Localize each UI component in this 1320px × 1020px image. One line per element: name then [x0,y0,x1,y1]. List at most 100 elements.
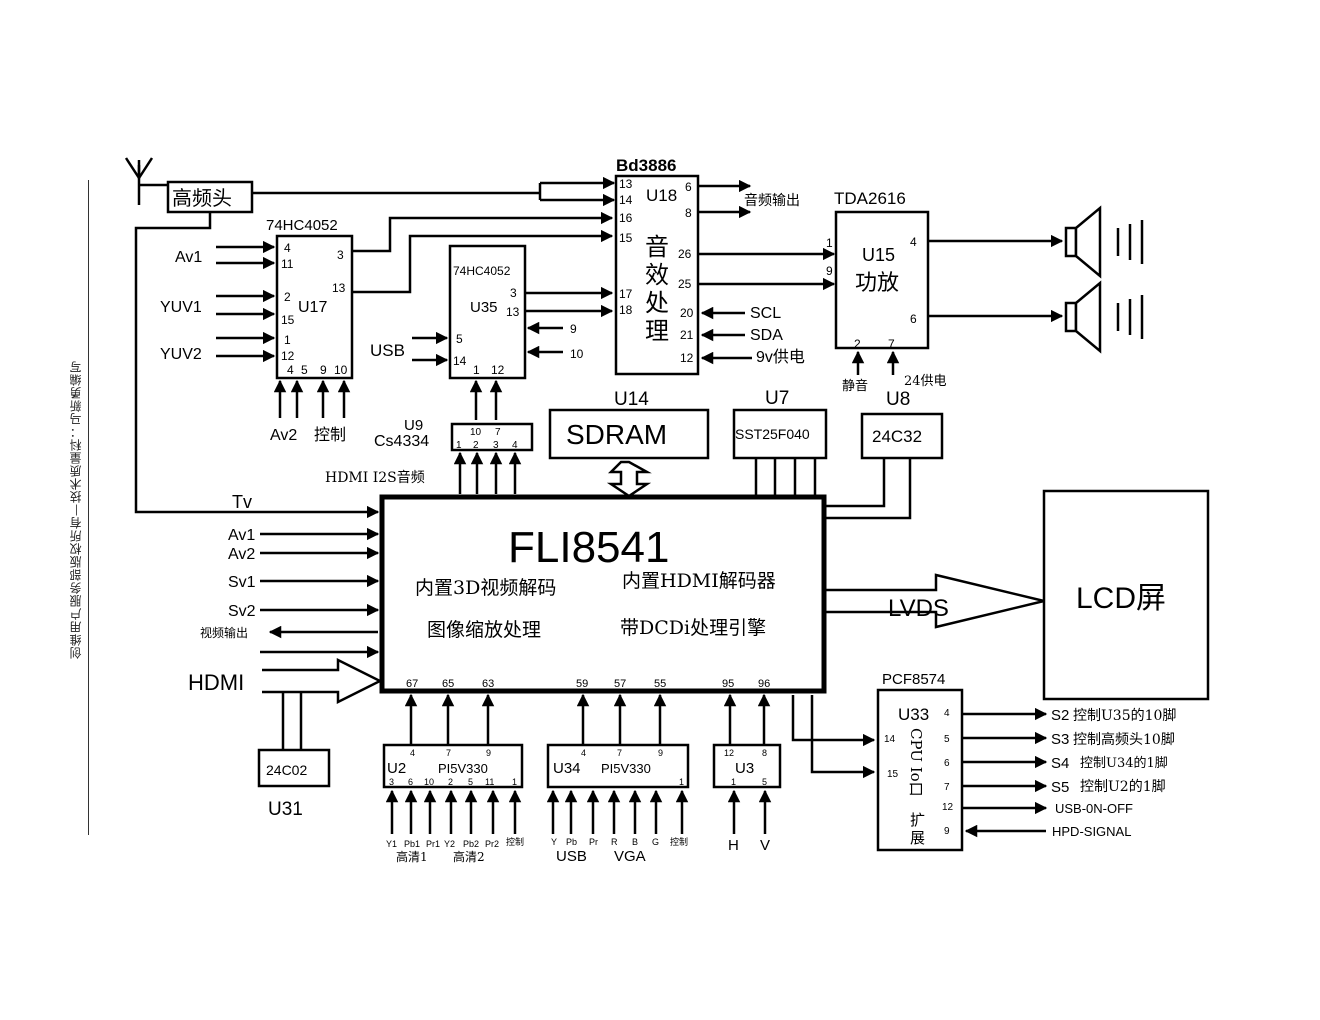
u17-pin-b4: 4 [287,363,294,377]
u3-pin-5: 5 [762,777,767,787]
u15-wires [851,234,1064,375]
fli8541-title: FLI8541 [508,523,669,572]
u9-box [450,422,534,452]
u2-pin-1: 1 [512,777,517,787]
u34-sig-b: B [632,837,638,847]
u18-pin-26: 26 [678,247,692,261]
u14-ref: U14 [614,389,649,410]
u2-pin-11: 11 [485,777,494,787]
u33-in-hpd: HPD-SIGNAL [1052,824,1131,839]
u34-pin-4: 4 [581,748,586,758]
fli8541-feature-dcdi: 带DCDi处理引擎 [620,617,766,639]
fli8541-box [379,494,827,694]
u15-pin-6: 6 [910,312,917,326]
lvds-label: LVDS [888,595,949,622]
u9-pin-1: 1 [456,440,462,451]
main-pin-67: 67 [406,678,418,690]
u2-sig-pb1: Pb1 [404,839,420,849]
u15-func: 功放 [855,271,899,296]
u33-part: PCF8574 [882,671,945,688]
u33-func-1: CPU Io口 [907,728,925,797]
u35-pin-5: 5 [456,332,463,346]
bus-double-arrow [606,460,652,498]
u17-av1-label: Av1 [175,249,202,266]
u15-box [834,210,930,350]
u2-sig-pr1: Pr1 [426,839,440,849]
u33-out-s4-text: 控制U34的1脚 [1080,755,1168,771]
u7-wires [754,458,817,496]
u2-sig-ctrl: 控制 [506,836,524,848]
u34-box [546,743,690,789]
u33-out-s4-tag: S4 [1051,755,1069,772]
main-pin-59: 59 [576,678,588,690]
u31-ref: U31 [268,799,303,820]
u9-pin-7: 7 [495,427,501,438]
u15-pin-2: 2 [854,337,861,351]
u17-pin-b10: 10 [334,363,348,377]
u7-ref: U7 [765,388,789,409]
u33-pin-15: 15 [887,769,899,780]
u2-pin-2: 2 [448,777,453,787]
u34-pin-1: 1 [679,777,684,787]
u33-out-s3-tag: S3 [1051,731,1069,748]
u33-box [876,688,964,852]
u15-pin-7: 7 [888,337,895,351]
u35-pin-13: 13 [506,305,520,319]
u17-yuv2-label: YUV2 [160,346,202,363]
u18-wires [698,179,836,365]
u15-pin-9: 9 [826,264,833,278]
u2-hd2-label: 高清2 [453,849,485,864]
u2-sig-y2: Y2 [444,839,455,849]
u33-out-s3-text: 控制高频头10脚 [1073,731,1175,748]
u2-pin-3: 3 [389,777,394,787]
u18-pin-20: 20 [680,306,694,320]
u31-part: 24C02 [266,762,307,778]
u34-part: PI5V330 [601,761,651,776]
sda-label: SDA [750,327,783,344]
u34-sig-ctrl: 控制 [670,836,688,848]
u33-out-s2-tag: S2 [1051,707,1069,724]
u3-box [712,743,782,789]
u35-pin-1: 1 [473,363,480,377]
fli8541-feature-3d: 内置3D视频解码 [415,577,556,599]
u8-box [860,412,944,460]
u17-part: 74HC4052 [266,217,338,234]
u2-pin-4: 4 [410,748,415,758]
u35-usb-label: USB [370,341,405,360]
u17-pin-b9: 9 [320,363,327,377]
u35-ref: U35 [470,299,498,316]
u33-pin-6: 6 [944,758,950,769]
u33-func-2b: 展 [910,829,925,847]
u9-wires [453,451,522,494]
antenna-icon [124,157,168,205]
u2-pin-6: 6 [408,777,413,787]
u2-sig-pb2: Pb2 [463,839,479,849]
u34-vga-label: VGA [614,848,646,865]
u15-ref: U15 [862,245,895,265]
u3-pin-1: 1 [731,777,736,787]
u18-box [614,174,700,376]
u15-pin-4: 4 [910,235,917,249]
u14-box [548,408,710,460]
u17-pin-13: 13 [332,281,346,295]
main-pin-57: 57 [614,678,626,690]
u34-sig-r: R [611,837,618,847]
u9-ref: U9 [404,417,423,434]
u34-sig-g: G [652,837,659,847]
input-av1-label: Av1 [228,527,255,544]
u17-pin-2: 2 [284,290,291,304]
u33-pin-5: 5 [944,734,950,745]
speaker-icon [1064,280,1144,354]
u15-pin-1: 1 [826,236,833,250]
u33-out-s5-text: 控制U2的1脚 [1080,779,1166,795]
u18-pin-6: 6 [685,180,692,194]
u35-pin-14: 14 [453,354,467,368]
u33-out-usb: USB-0N-OFF [1055,801,1133,816]
u17-box [275,234,354,380]
u9-pin-2: 2 [473,440,479,451]
u9-part: Cs4334 [374,433,429,450]
u34-usb-label: USB [556,848,587,865]
u33-out-s2-text: 控制U35的10脚 [1073,708,1176,724]
main-pin-63: 63 [482,678,494,690]
u35-wires [412,286,614,420]
